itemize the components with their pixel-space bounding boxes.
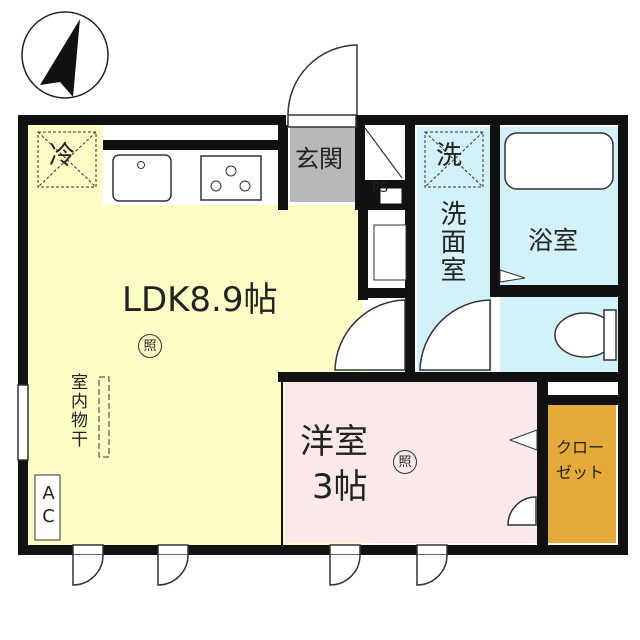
closet-fill [548,405,616,543]
washroom-label: 洗面室 [436,200,466,284]
bathroom-label: 浴室 [528,226,579,255]
sink-icon [112,154,172,202]
closet-label-2: ゼット [556,463,605,482]
western-room-size: 3帖 [312,467,368,507]
washbasin-icon [373,224,407,281]
front-door[interactable] [287,44,358,128]
stove-icon [200,155,262,201]
ac-label: AC [38,483,59,529]
walls [18,115,628,555]
ps-label: PS [372,181,389,196]
toilet-icon [554,309,617,361]
windows [17,384,448,586]
north-arrow-icon [21,11,109,99]
fridge-space [37,131,97,188]
interior-doors[interactable] [334,299,537,526]
entrance-label: 玄関 [295,145,343,173]
western-light-icon: 照 [393,450,417,474]
fridge-label: 冷 [49,141,76,171]
drying-rod [98,376,110,458]
western-room-name: 洋室 [300,422,368,462]
washer-space [424,131,484,188]
closet-label-1: クロー [556,438,605,457]
indoor-drying-label: 室内物干 [67,373,87,449]
ldk-light-icon: 照 [138,334,162,358]
bathtub-icon [504,132,614,190]
ldk-label: LDK8.9帖 [122,280,278,320]
ac-unit [34,474,61,541]
entrance-fill [290,127,358,202]
washer-label: 洗 [436,141,463,171]
